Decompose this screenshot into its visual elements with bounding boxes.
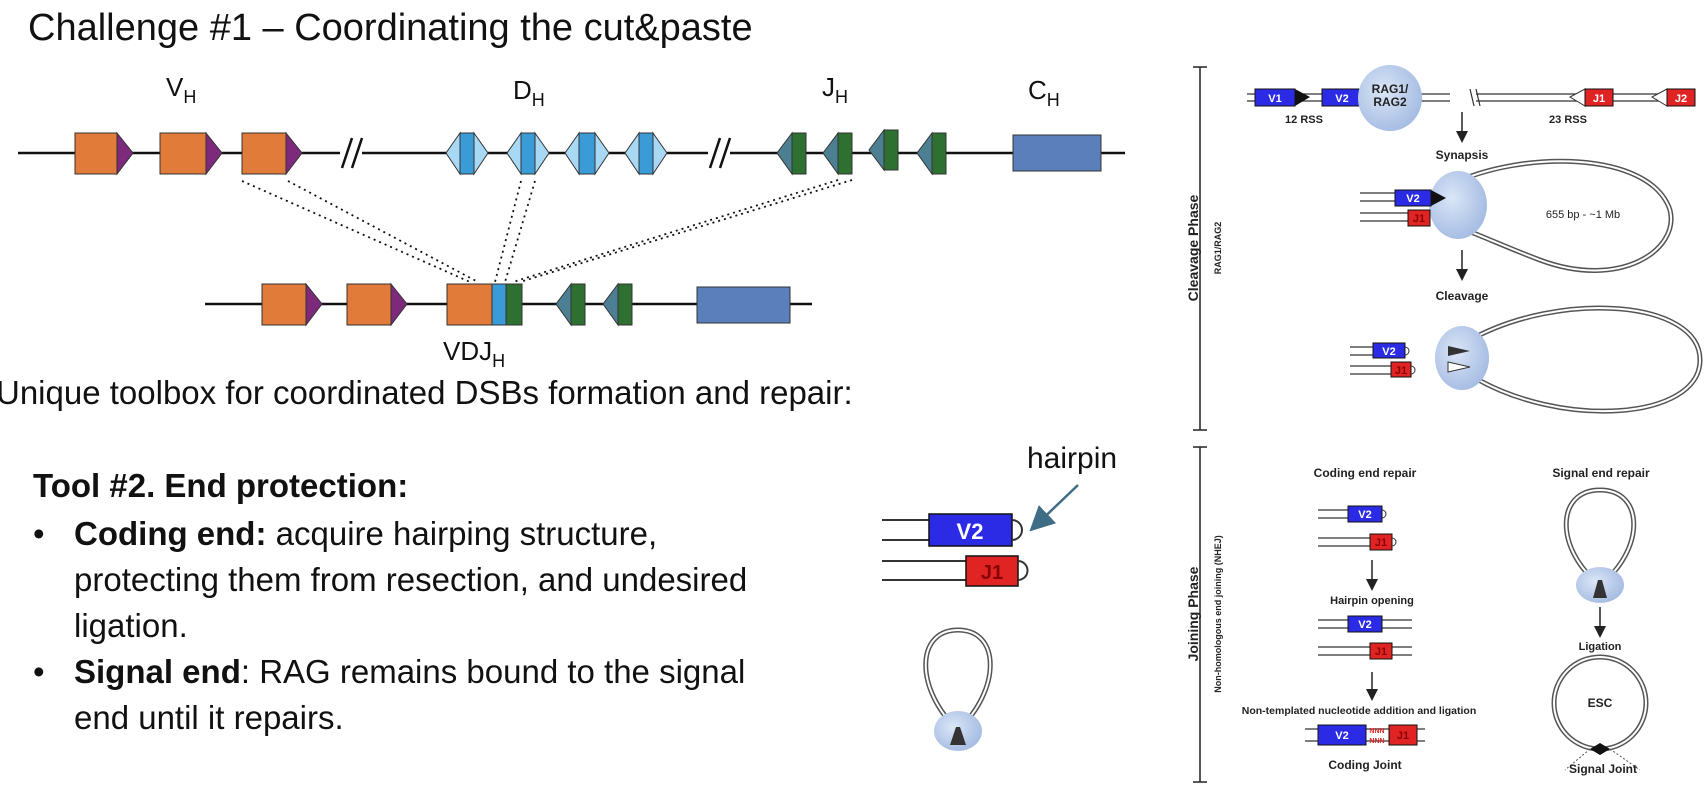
vdj-joined-segment xyxy=(446,283,523,326)
slide-title: Challenge #1 – Coordinating the cut&past… xyxy=(28,7,753,49)
germline-locus xyxy=(18,128,1125,176)
mechanism-figure: Cleavage Phase RAG1/RAG2 Joining Phase N… xyxy=(1185,65,1703,783)
svg-text:V2: V2 xyxy=(1335,93,1348,105)
svg-text:RAG2: RAG2 xyxy=(1373,95,1407,109)
svg-text:Signal end repair: Signal end repair xyxy=(1552,466,1650,480)
intro-text: Unique toolbox for coordinated DSBs form… xyxy=(0,374,853,411)
svg-text:J1: J1 xyxy=(1375,646,1387,658)
svg-text:23 RSS: 23 RSS xyxy=(1549,114,1587,126)
d-segment xyxy=(506,131,550,176)
svg-text:J2: J2 xyxy=(1675,93,1687,105)
j-segment xyxy=(822,131,853,176)
svg-text:J1: J1 xyxy=(1413,213,1425,225)
coding-end-inset: V2 J1 xyxy=(882,513,1029,587)
joining-phase-label: Joining Phase xyxy=(1185,566,1201,661)
v-segment xyxy=(346,282,408,327)
locus-label-c: CH xyxy=(1028,75,1060,110)
c-segment xyxy=(696,286,791,324)
rearranged-locus xyxy=(205,282,812,327)
svg-text:Non-templated nucleotide addit: Non-templated nucleotide addition and li… xyxy=(1242,705,1477,717)
v-segment xyxy=(74,131,134,176)
c-segment xyxy=(1012,134,1102,172)
svg-text:Signal Joint: Signal Joint xyxy=(1569,762,1637,776)
svg-text:V2: V2 xyxy=(1335,730,1348,742)
svg-text:V2: V2 xyxy=(1382,346,1395,358)
j-segment xyxy=(868,128,899,172)
v-segment xyxy=(159,131,223,176)
recombination-guide-lines xyxy=(241,179,853,283)
svg-text:NNN: NNN xyxy=(1369,728,1384,735)
d-segment xyxy=(445,131,489,176)
v-segment xyxy=(261,282,323,327)
rag-side-label: RAG1/RAG2 xyxy=(1213,222,1223,275)
break-mark xyxy=(708,137,732,169)
locus-label-j: JH xyxy=(822,72,848,107)
j-segment xyxy=(555,282,586,327)
v-segment xyxy=(241,131,303,176)
inset-j1-block xyxy=(965,555,1019,587)
svg-text:V2: V2 xyxy=(1358,619,1371,631)
svg-text:V1: V1 xyxy=(1268,93,1281,105)
signal-end-inset xyxy=(923,627,993,751)
svg-text:J1: J1 xyxy=(1395,365,1407,377)
svg-text:J1: J1 xyxy=(1375,537,1387,549)
inset-v2-label: V2 xyxy=(957,519,984,544)
break-mark xyxy=(340,137,364,169)
nhej-side-label: Non-homologous end joining (NHEJ) xyxy=(1213,535,1223,692)
hairpin-label: hairpin xyxy=(1027,442,1117,475)
bullet-coding-end-line-2: protecting them from resection, and unde… xyxy=(74,561,747,598)
hairpin-arrow xyxy=(1029,484,1079,532)
d-segment xyxy=(564,131,610,176)
svg-text:J1: J1 xyxy=(1397,730,1409,742)
vdj-label: VDJH xyxy=(443,336,505,371)
svg-text:NNN: NNN xyxy=(1369,738,1384,745)
svg-text:RAG1/: RAG1/ xyxy=(1372,82,1409,96)
svg-text:12 RSS: 12 RSS xyxy=(1285,114,1323,126)
svg-text:V2: V2 xyxy=(1358,509,1371,521)
bullet-marker: • xyxy=(33,515,45,552)
bullet-coding-end-line-3: ligation. xyxy=(74,607,188,644)
fig-j2-block xyxy=(1666,88,1696,107)
bullet-marker: • xyxy=(33,653,45,690)
rag1-rag2-complex xyxy=(1358,65,1422,131)
d-segment xyxy=(624,131,668,176)
bullet-coding-end: Coding end: acquire hairping structure, xyxy=(74,515,657,552)
tool-heading: Tool #2. End protection: xyxy=(33,467,408,504)
svg-text:655 bp - ~1 Mb: 655 bp - ~1 Mb xyxy=(1546,209,1620,221)
svg-text:J1: J1 xyxy=(1593,93,1605,105)
bullet-signal-end: Signal end: RAG remains bound to the sig… xyxy=(74,653,745,690)
bullet-signal-end-line-2: end until it repairs. xyxy=(74,699,344,736)
svg-text:Ligation: Ligation xyxy=(1579,641,1622,653)
svg-text:ESC: ESC xyxy=(1588,696,1613,710)
svg-text:V2: V2 xyxy=(1406,193,1419,205)
inset-v2-block xyxy=(928,513,1013,547)
locus-label-d: DH xyxy=(513,75,545,110)
locus-label-v: VH xyxy=(166,72,196,107)
svg-text:Synapsis: Synapsis xyxy=(1436,148,1489,162)
svg-text:Cleavage: Cleavage xyxy=(1436,289,1489,303)
cleavage-phase-label: Cleavage Phase xyxy=(1185,194,1201,301)
fig-j1-block xyxy=(1584,88,1614,107)
svg-text:Hairpin opening: Hairpin opening xyxy=(1330,595,1414,607)
svg-text:Coding Joint: Coding Joint xyxy=(1328,758,1401,772)
svg-text:Coding end repair: Coding end repair xyxy=(1314,466,1417,480)
j-segment xyxy=(776,131,807,176)
j-segment xyxy=(602,282,633,327)
j-segment xyxy=(916,131,947,176)
inset-j1-label: J1 xyxy=(981,562,1003,584)
